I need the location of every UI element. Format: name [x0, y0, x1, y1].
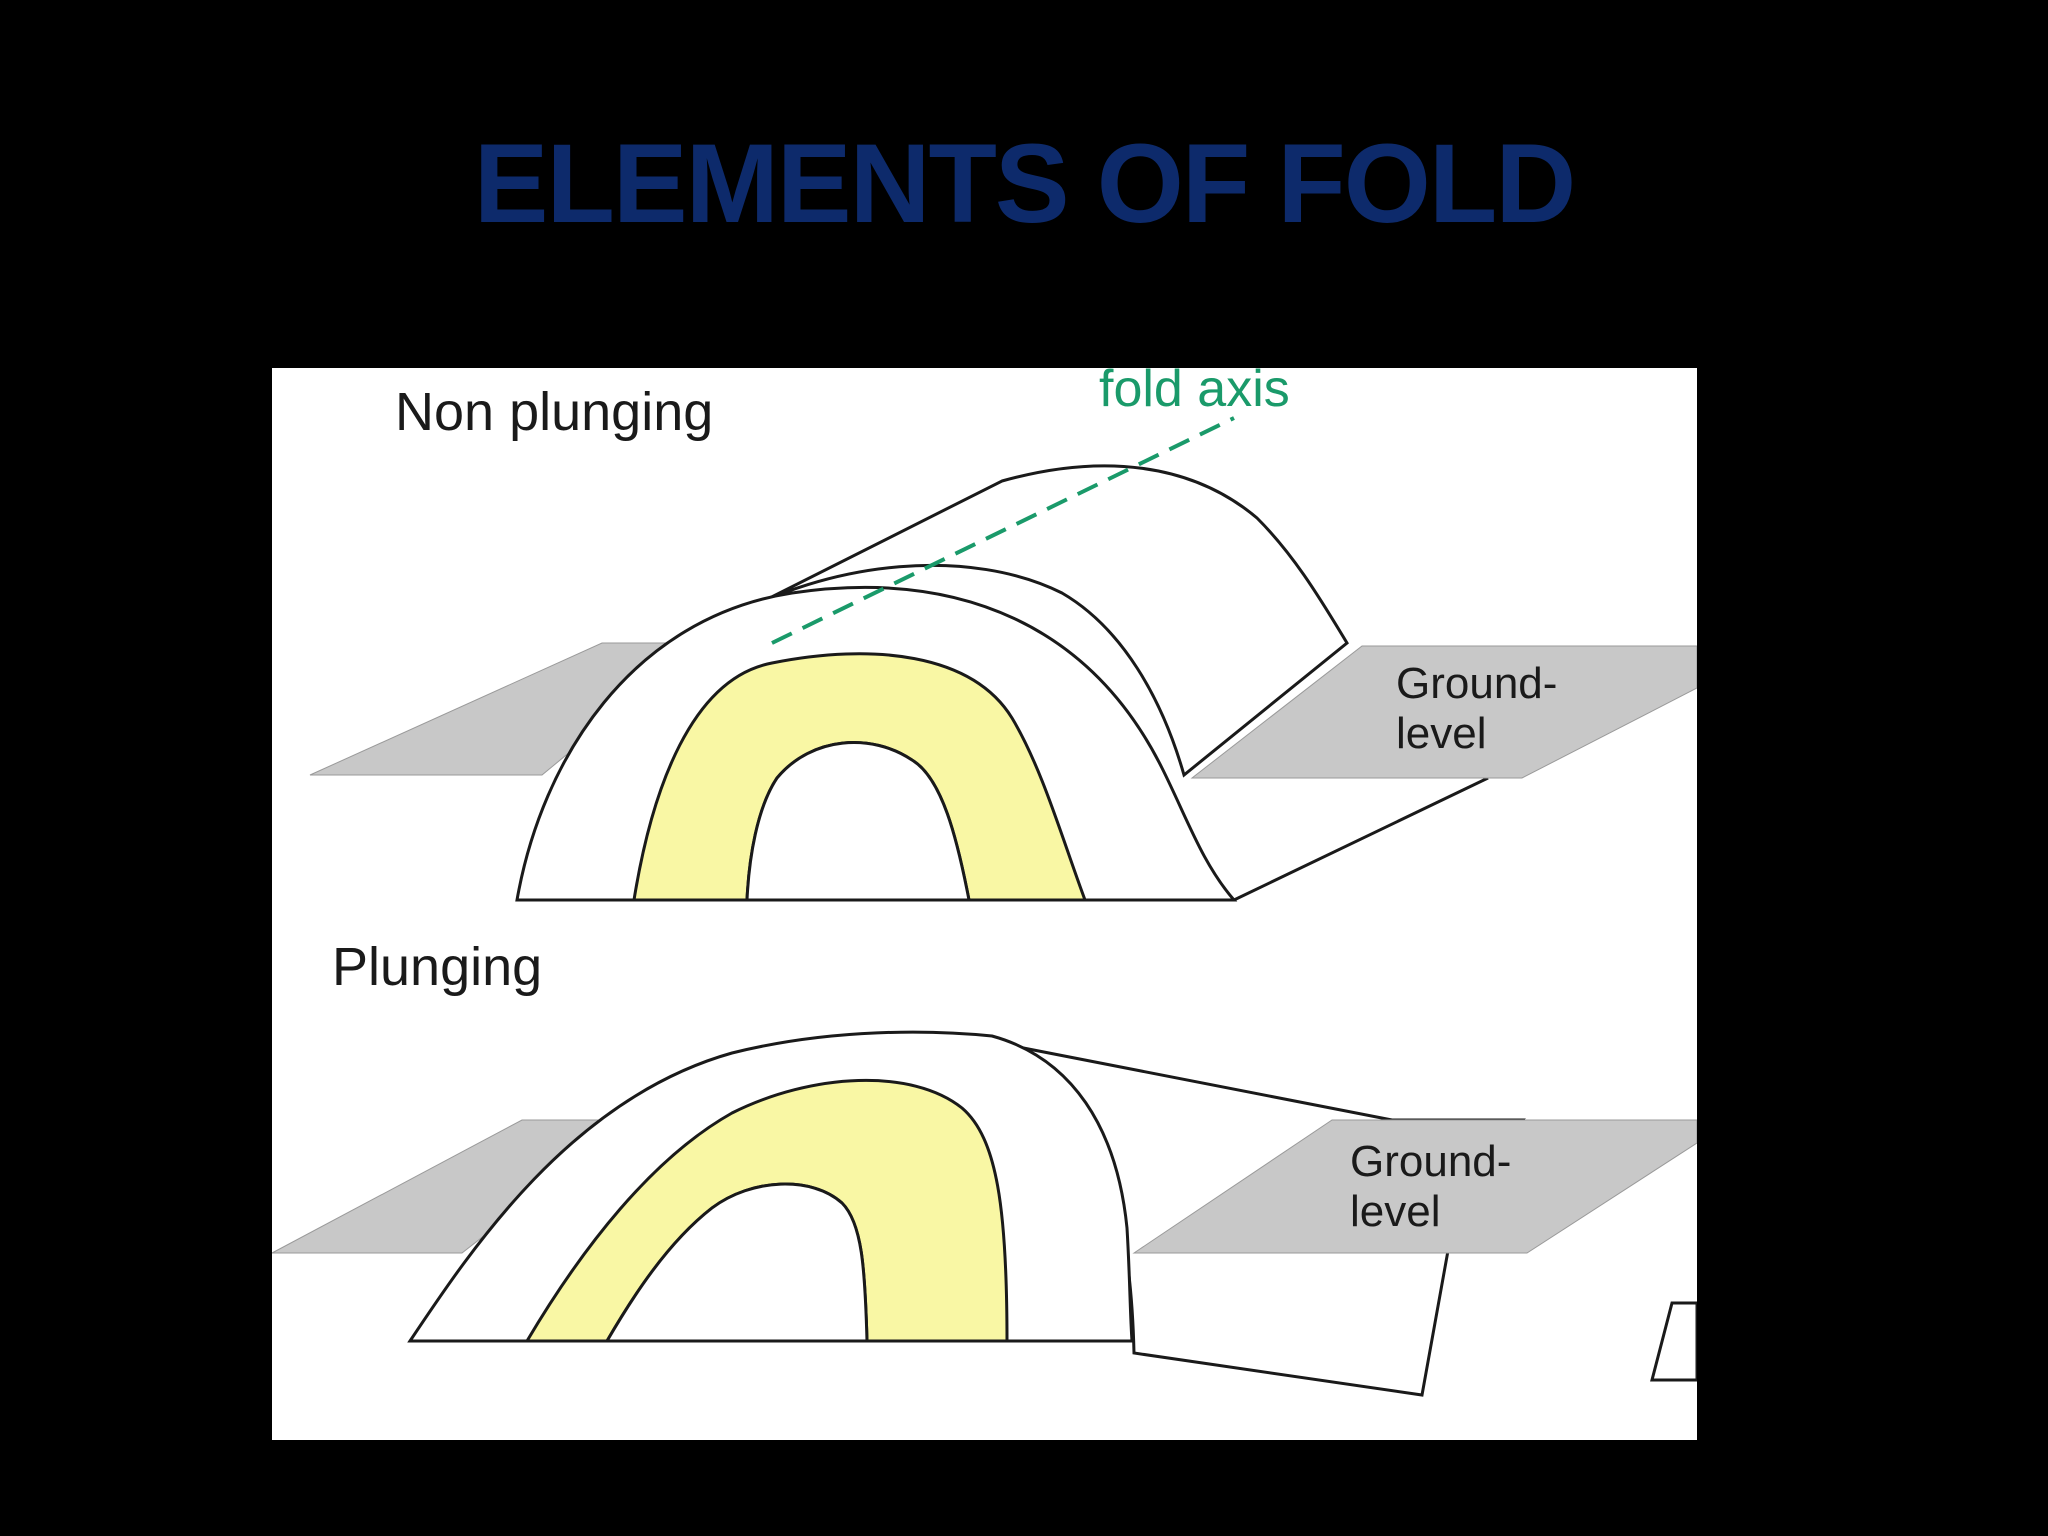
fold-diagram-svg: Non plunging fold axis Ground- level: [272, 368, 1697, 1397]
fold-fragment-right: [1650, 1301, 1697, 1382]
fold-inner-core: [745, 741, 971, 902]
plunging-fold: Plunging Ground- level: [272, 937, 1697, 1397]
slide-title: ELEMENTS OF FOLD: [473, 121, 1576, 246]
fold-side-wall: [1233, 776, 1489, 902]
ground-level-label-bottom-1: Ground-: [1350, 1137, 1511, 1186]
fold-axis-line: [771, 416, 1235, 645]
non-plunging-heading: Non plunging: [395, 382, 713, 442]
non-plunging-fold: Non plunging fold axis Ground- level: [309, 368, 1697, 902]
ground-plane-right-top: [1190, 645, 1697, 779]
fold-axis-label: fold axis: [1099, 368, 1290, 418]
plunging-heading: Plunging: [332, 937, 542, 997]
ground-plane-right-bottom: [1132, 1119, 1697, 1254]
ground-level-label-top-2: level: [1396, 709, 1487, 758]
ground-level-label-top-1: Ground-: [1396, 659, 1557, 708]
plunging-inner-core: [604, 1182, 869, 1343]
fold-diagram: Non plunging fold axis Ground- level: [272, 368, 1697, 1440]
ground-level-label-bottom-2: level: [1350, 1187, 1441, 1236]
